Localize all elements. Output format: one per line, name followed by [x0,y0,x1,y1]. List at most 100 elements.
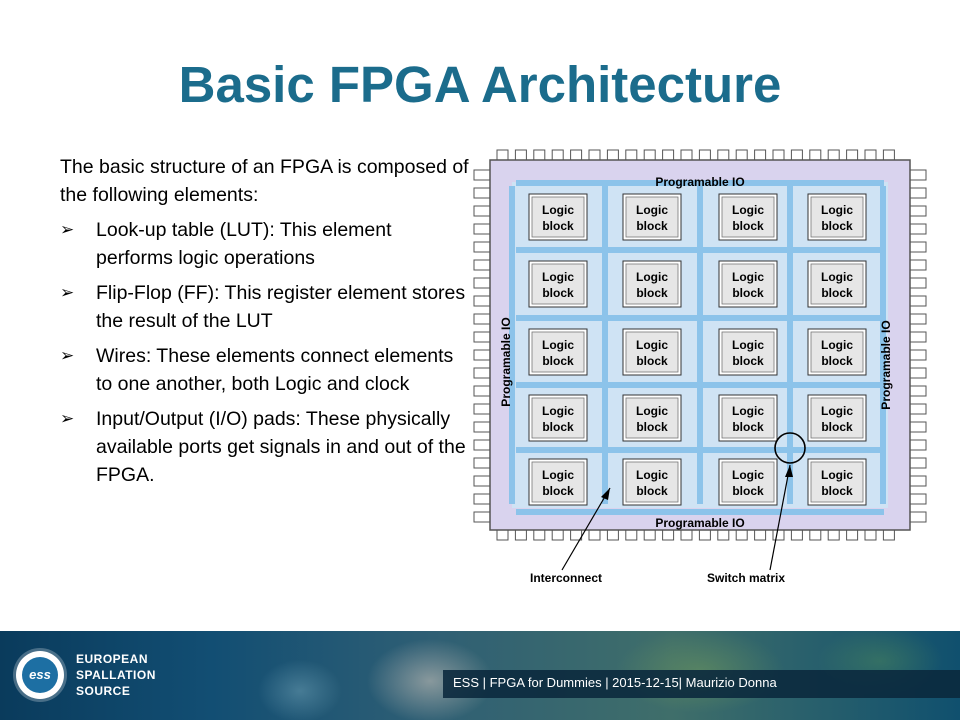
logic-block-label: block [542,484,574,498]
io-label-left: Programable IO [499,317,513,406]
io-pin [473,313,491,325]
intro-text: The basic structure of an FPGA is compos… [60,156,469,206]
bullet-text: Flip-Flop (FF): This register element st… [96,282,466,332]
io-label-right: Programable IO [879,320,893,409]
io-pin [909,511,927,523]
logic-block [810,263,864,305]
logic-block [810,196,864,238]
logic-block-label: Logic [821,203,853,217]
logic-block-label: Logic [821,270,853,284]
io-pin [473,493,491,505]
interconnect-wires [509,180,886,515]
io-pin [473,421,491,433]
logic-block-label: Logic [821,404,853,418]
logic-block [721,263,775,305]
io-pin [909,331,927,343]
logic-block-label: Logic [636,404,668,418]
logic-block-label: block [821,219,853,233]
logic-block-grid: LogicblockLogicblockLogicblockLogicblock… [528,193,867,506]
bullet-item: ➢ Look-up table (LUT): This element perfo… [60,216,470,272]
logic-block [721,196,775,238]
bullet-item: ➢ Flip-Flop (FF): This register element s… [60,279,470,335]
io-pin [909,241,927,253]
logic-block-label: block [636,354,668,368]
io-pin [473,259,491,271]
bullet-list: ➢ Look-up table (LUT): This element perfo… [60,216,470,489]
footer-banner: ess EUROPEAN SPALLATION SOURCE ESS | FPG… [0,631,960,720]
logic-block-label: Logic [732,404,764,418]
io-pin [909,259,927,271]
slide-body: The basic structure of an FPGA is compos… [60,153,470,496]
logic-block-label: block [542,354,574,368]
org-name-line: SOURCE [76,684,131,698]
logic-block-label: block [821,484,853,498]
ess-logo: ess [16,651,64,699]
arrow-bullet-icon: ➢ [60,346,75,365]
logic-block [531,196,585,238]
logic-block-label: Logic [636,203,668,217]
logic-block [531,263,585,305]
bullet-text: Look-up table (LUT): This element perfor… [96,219,392,269]
arrow-bullet-icon: ➢ [60,283,75,302]
io-pin [909,421,927,433]
io-label-bottom: Programable IO [655,516,744,530]
logic-block-label: block [732,484,764,498]
logic-block [721,397,775,439]
logic-block-label: Logic [542,203,574,217]
switch-matrix-highlight [774,432,806,464]
io-pin [909,367,927,379]
logic-block-label: Logic [542,270,574,284]
io-pin [909,457,927,469]
io-pin [473,403,491,415]
io-pin [473,349,491,361]
logic-block-label: Logic [542,468,574,482]
io-pin [909,187,927,199]
logic-block [810,397,864,439]
io-pin [473,457,491,469]
io-pin [473,223,491,235]
interconnect-label: Interconnect [530,571,602,585]
switch-matrix-pointer [769,464,791,571]
io-pin [473,439,491,451]
bullet-item: ➢ Input/Output (I/O) pads: These physical… [60,405,470,489]
switch-matrix-arrowhead [785,465,793,477]
footer-caption: ESS | FPGA for Dummies | 2015-12-15| Mau… [453,675,777,690]
logic-block [531,331,585,373]
logic-block-label: block [821,286,853,300]
logic-block-label: block [732,420,764,434]
logic-block-label: Logic [636,270,668,284]
logic-block [810,331,864,373]
io-pin [473,277,491,289]
logic-block-label: block [821,420,853,434]
io-pin [473,187,491,199]
bullet-text: Wires: These elements connect elements t… [96,345,454,395]
logic-block-label: block [732,354,764,368]
logic-block-label: Logic [732,338,764,352]
logic-block-label: Logic [732,468,764,482]
io-pin [909,349,927,361]
io-pin [473,295,491,307]
logic-block-label: block [636,286,668,300]
io-pin [909,439,927,451]
logic-block-label: Logic [732,270,764,284]
bullet-text: Input/Output (I/O) pads: These physicall… [96,408,466,486]
arrow-bullet-icon: ➢ [60,220,75,239]
organization-name: EUROPEAN SPALLATION SOURCE [76,651,156,699]
logic-block-label: block [732,286,764,300]
logic-block [531,461,585,503]
logic-block-label: block [542,420,574,434]
logic-block-label: block [636,420,668,434]
logic-block-label: Logic [732,203,764,217]
io-pin [909,385,927,397]
io-pin [473,205,491,217]
logic-block-label: block [636,219,668,233]
io-pin [909,223,927,235]
io-pin [473,169,491,181]
io-pin [473,385,491,397]
org-name-line: SPALLATION [76,668,156,682]
io-pins [473,149,927,541]
io-pin [473,511,491,523]
logic-block-label: Logic [636,338,668,352]
logic-block-label: Logic [821,468,853,482]
arrow-bullet-icon: ➢ [60,409,75,428]
